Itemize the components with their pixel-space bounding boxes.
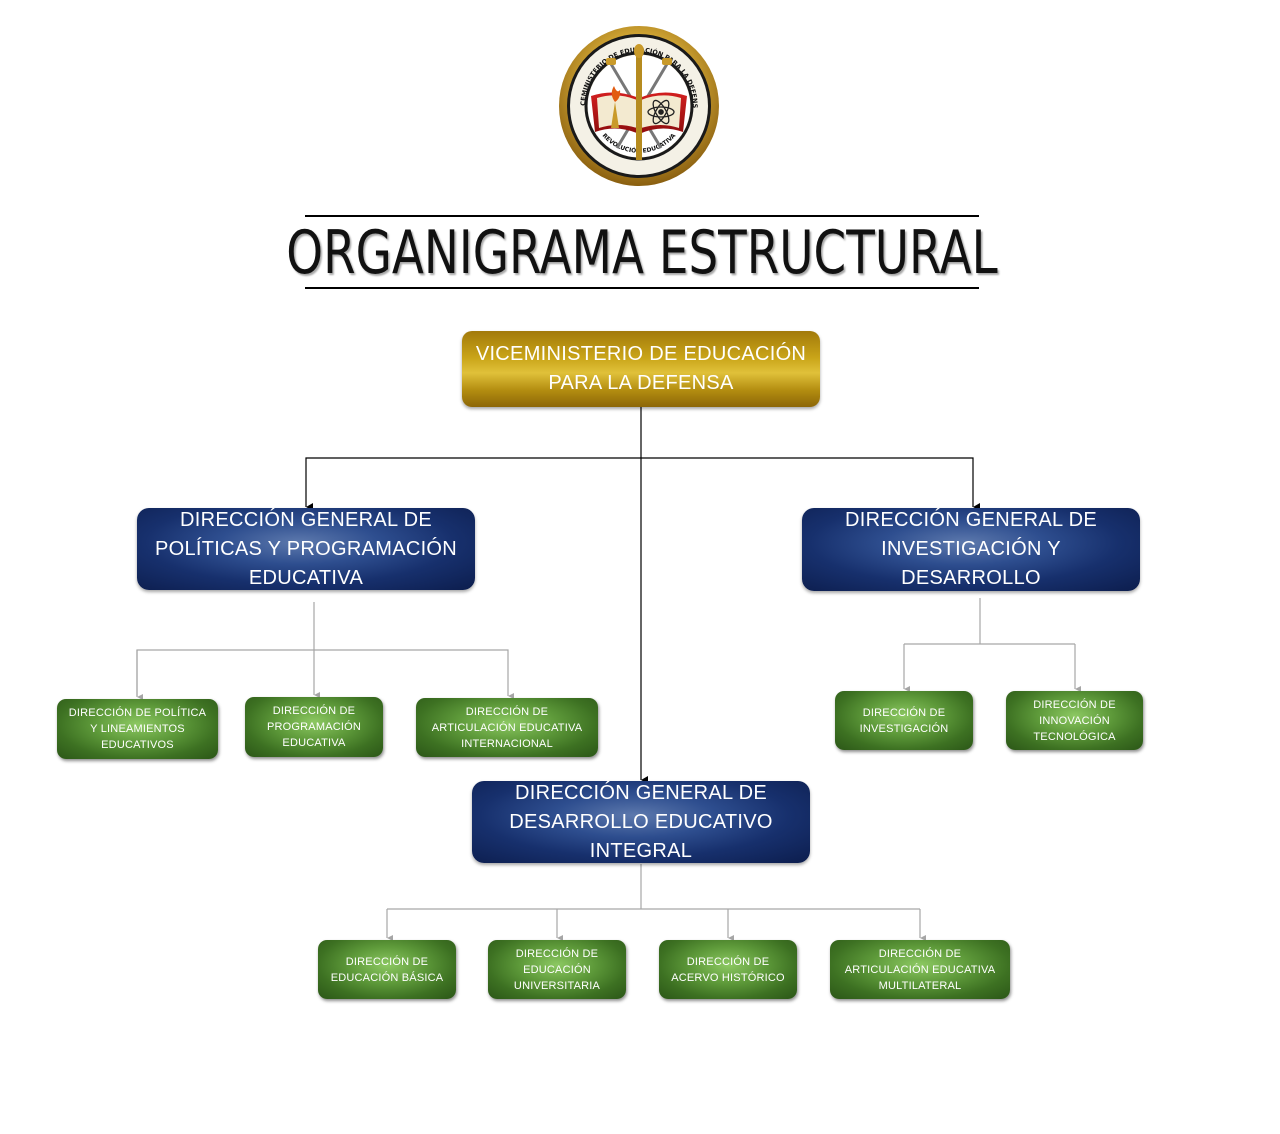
- investigacion-connectors: [903, 598, 1081, 692]
- ministry-seal-logo: VICEMINISTERIO DE EDUCACIÓN PARA LA DEFE…: [557, 24, 719, 186]
- box-line-3: EDUCATIVA: [282, 737, 346, 749]
- root-box-line-1: VICEMINISTERIO DE EDUCACIÓN: [475, 343, 807, 365]
- box-line-2: ARTICULACIÓN EDUCATIVA: [844, 963, 996, 976]
- box-dg-investigacion[interactable]: DIRECCIÓN GENERAL DE INVESTIGACIÓN Y DES…: [802, 508, 1140, 591]
- box-direccion-innovacion-tecnologica[interactable]: DIRECCIÓN DE INNOVACIÓN TECNOLÓGICA: [1006, 691, 1143, 750]
- box-line-1: DIRECCIÓN DE: [345, 955, 429, 968]
- box-line-3: TECNOLÓGICA: [1033, 730, 1116, 743]
- root-connectors: [305, 407, 980, 784]
- dg-politicas-line-1: DIRECCIÓN GENERAL DE: [180, 508, 432, 531]
- dg-desarrollo-line-3: INTEGRAL: [589, 839, 693, 862]
- dg-desarrollo-line-1: DIRECCIÓN GENERAL DE: [515, 781, 767, 804]
- dg-investigacion-line-2: INVESTIGACIÓN Y DESARROLLO: [881, 538, 1061, 589]
- box-line-3: UNIVERSITARIA: [513, 979, 601, 992]
- dg-politicas-line-3: EDUCATIVA: [248, 566, 364, 589]
- title-rule-bottom: [305, 287, 979, 289]
- root-box-viceministerio[interactable]: VICEMINISTERIO DE EDUCACIÓN PARA LA DEFE…: [462, 331, 820, 407]
- box-line-1: DIRECCIÓN DE: [465, 705, 549, 718]
- box-line-2: INNOVACIÓN: [1039, 714, 1110, 727]
- box-line-3: EDUCATIVOS: [101, 739, 174, 751]
- root-box-line-2: PARA LA DEFENSA: [548, 372, 734, 394]
- desarrollo-connectors: [386, 864, 926, 941]
- box-line-1: DIRECCIÓN DE: [686, 955, 770, 968]
- politicas-connectors: [136, 602, 514, 700]
- box-direccion-investigacion[interactable]: DIRECCIÓN DE INVESTIGACIÓN: [835, 691, 973, 750]
- box-dg-politicas[interactable]: DIRECCIÓN GENERAL DE POLÍTICAS Y PROGRAM…: [137, 508, 475, 590]
- box-direccion-articulacion-multilateral[interactable]: DIRECCIÓN DE ARTICULACIÓN EDUCATIVA MULT…: [830, 940, 1010, 999]
- box-direccion-articulacion-internacional[interactable]: DIRECCIÓN DE ARTICULACIÓN EDUCATIVA INTE…: [416, 698, 598, 757]
- box-line-1: DIRECCIÓN DE: [515, 947, 599, 960]
- box-line-2: INVESTIGACIÓN: [859, 722, 949, 735]
- box-line-3: MULTILATERAL: [878, 979, 962, 992]
- box-line-2: EDUCACIÓN: [523, 963, 591, 976]
- dg-desarrollo-line-2: DESARROLLO EDUCATIVO: [509, 810, 773, 833]
- box-line-2: Y LINEAMIENTOS: [90, 723, 185, 735]
- box-line-1: DIRECCIÓN DE: [878, 947, 962, 960]
- box-line-2: ACERVO HISTÓRICO: [671, 971, 785, 984]
- dg-investigacion-line-1: DIRECCIÓN GENERAL DE: [845, 509, 1097, 531]
- box-line-1: DIRECCIÓN DE POLÍTICA: [68, 707, 207, 719]
- box-direccion-programacion-educativa[interactable]: DIRECCIÓN DE PROGRAMACIÓN EDUCATIVA: [245, 697, 383, 757]
- box-direccion-politica-lineamientos[interactable]: DIRECCIÓN DE POLÍTICA Y LINEAMIENTOS EDU…: [57, 699, 218, 759]
- dg-politicas-line-2: POLÍTICAS Y PROGRAMACIÓN: [154, 537, 458, 560]
- box-direccion-educacion-universitaria[interactable]: DIRECCIÓN DE EDUCACIÓN UNIVERSITARIA: [488, 940, 626, 999]
- box-line-1: DIRECCIÓN DE: [1033, 698, 1116, 711]
- page-title: ORGANIGRAMA ESTRUCTURAL: [286, 218, 998, 288]
- box-direccion-educacion-basica[interactable]: DIRECCIÓN DE EDUCACIÓN BÁSICA: [318, 940, 456, 999]
- box-line-2: EDUCACIÓN BÁSICA: [330, 971, 444, 984]
- box-line-3: INTERNACIONAL: [461, 737, 553, 750]
- box-line-2: PROGRAMACIÓN: [266, 721, 362, 733]
- box-dg-desarrollo[interactable]: DIRECCIÓN GENERAL DE DESARROLLO EDUCATIV…: [472, 781, 810, 863]
- box-line-1: DIRECCIÓN DE: [862, 706, 946, 719]
- box-direccion-acervo-historico[interactable]: DIRECCIÓN DE ACERVO HISTÓRICO: [659, 940, 797, 999]
- box-line-2: ARTICULACIÓN EDUCATIVA: [431, 721, 583, 734]
- title-rule-top: [305, 215, 979, 217]
- box-line-1: DIRECCIÓN DE: [272, 705, 356, 717]
